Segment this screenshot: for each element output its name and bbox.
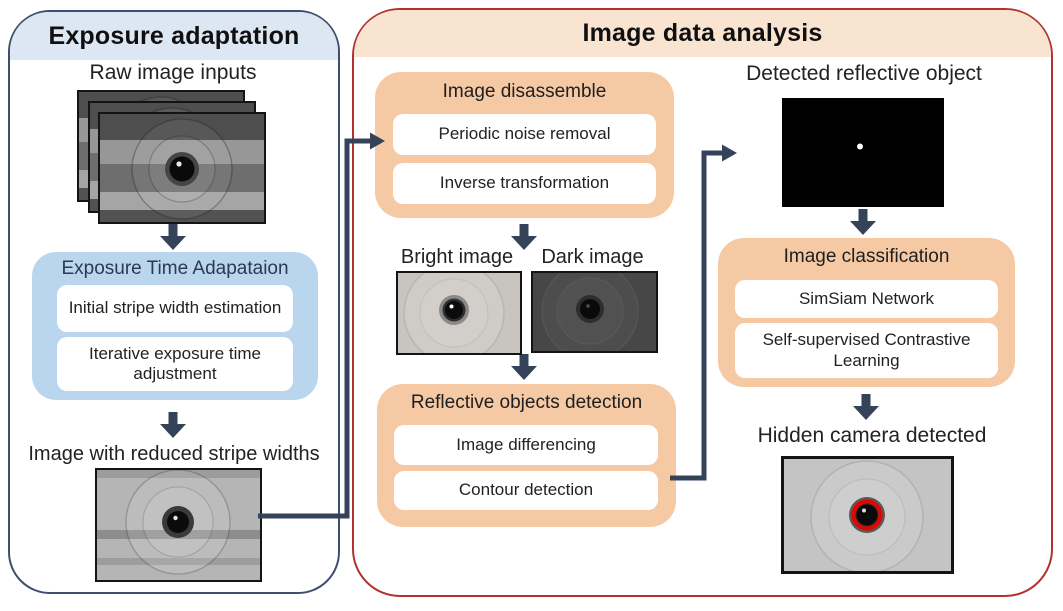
- hidden-camera-detected-label: Hidden camera detected: [757, 424, 987, 448]
- raw-image-front: [98, 112, 266, 224]
- down-arrow-icon: [850, 209, 876, 235]
- down-arrow-icon: [160, 224, 186, 250]
- step-contour-detection: Contour detection: [394, 471, 658, 510]
- image-data-analysis-title: Image data analysis: [582, 19, 823, 47]
- dark-image-label: Dark image: [541, 246, 644, 268]
- image-disassemble-box: Image disassemble Periodic noise removal…: [375, 72, 674, 218]
- exposure-time-adaptation-title: Exposure Time Adapataion: [61, 258, 289, 279]
- image-data-analysis-header: Image data analysis: [354, 10, 1051, 57]
- step-inverse-transformation: Inverse transformation: [393, 163, 656, 204]
- exposure-adaptation-title: Exposure adaptation: [48, 21, 300, 50]
- image-classification-box: Image classification SimSiam Network Sel…: [718, 238, 1015, 387]
- bright-image: [396, 271, 522, 355]
- image-classification-title: Image classification: [783, 246, 950, 267]
- down-arrow-icon: [160, 412, 186, 438]
- step-simsiam-network: SimSiam Network: [735, 280, 998, 318]
- step-image-differencing: Image differencing: [394, 425, 658, 465]
- step-iterative-exposure-time-adjustment: Iterative exposure time adjustment: [57, 337, 293, 391]
- step-self-supervised-contrastive-learning: Self-supervised Contrastive Learning: [735, 323, 998, 378]
- exposure-adaptation-header: Exposure adaptation: [10, 12, 338, 60]
- image-disassemble-title: Image disassemble: [442, 81, 607, 102]
- step-periodic-noise-removal: Periodic noise removal: [393, 114, 656, 155]
- reflective-objects-detection-title: Reflective objects detection: [410, 392, 643, 413]
- reduced-stripe-widths-label: Image with reduced stripe widths: [28, 443, 320, 465]
- reflective-objects-detection-box: Reflective objects detection Image diffe…: [377, 384, 676, 527]
- dark-image: [531, 271, 658, 353]
- detected-reflective-object-label: Detected reflective object: [746, 62, 982, 86]
- hidden-camera-image: [781, 456, 954, 574]
- raw-image-inputs-label: Raw image inputs: [89, 61, 257, 85]
- detected-reflective-object-image: [782, 98, 944, 207]
- step-initial-stripe-width-estimation: Initial stripe width estimation: [57, 285, 293, 332]
- down-arrow-icon: [853, 394, 879, 420]
- exposure-time-adaptation-box: Exposure Time Adapataion Initial stripe …: [32, 252, 318, 400]
- down-arrow-icon: [511, 354, 537, 380]
- bright-image-label: Bright image: [400, 246, 514, 268]
- reduced-stripe-image: [95, 468, 262, 582]
